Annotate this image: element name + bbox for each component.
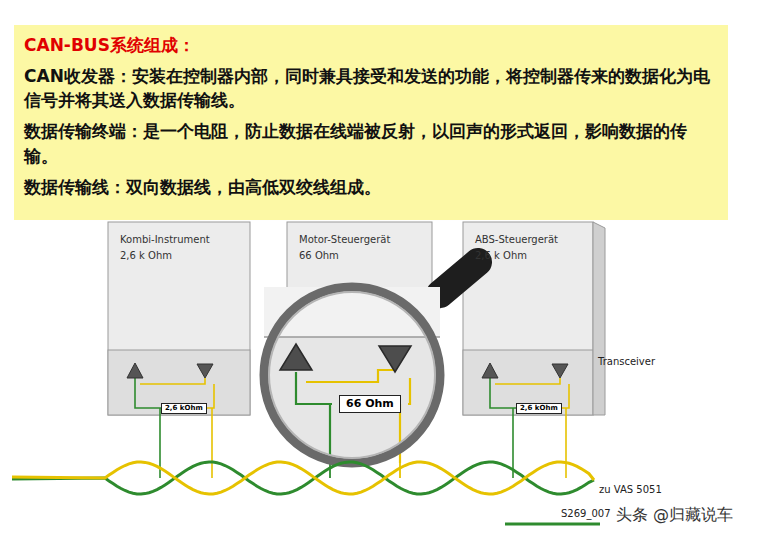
resistor-symbol: 66 Ohm — [339, 395, 401, 413]
bus-wire — [505, 523, 600, 526]
unit-resistance: 66 Ohm — [299, 248, 420, 264]
magnifier — [264, 262, 478, 463]
transceiver-band — [108, 350, 250, 415]
text-panel: CAN-BUS系统组成： CAN收发器：安装在控制器内部，同时兼具接受和发送的功能… — [14, 25, 728, 220]
control-unit: Kombi-Instrument2,6 k Ohm2,6 kOhm — [108, 222, 250, 282]
transceiver-symbol — [482, 363, 569, 478]
resistor-symbol: 2,6 kOhm — [161, 403, 207, 414]
figure-number: S269_007 — [560, 508, 612, 519]
control-unit: Motor-Steuergerät66 Ohm66 Ohm — [287, 222, 432, 282]
unit-name: Kombi-Instrument — [120, 232, 238, 248]
resistor-value: 2,6 kOhm — [520, 404, 558, 412]
unit-resistance: 2,6 k Ohm — [475, 248, 581, 264]
panel-heading: CAN-BUS系统组成： — [24, 33, 718, 57]
resistor-symbol: 2,6 kOhm — [516, 403, 562, 414]
watermark: 头条 @归藏说车 — [614, 505, 735, 526]
part-label: Transceiver — [598, 356, 655, 367]
unit-name: Motor-Steuergerät — [299, 232, 420, 248]
resistor-value: 66 Ohm — [346, 397, 394, 410]
control-unit-housing — [463, 222, 593, 415]
housing-side — [593, 222, 605, 415]
twisted-pair-bus — [12, 462, 600, 524]
bus-wire — [12, 462, 594, 494]
panel-paragraph: CAN收发器：安装在控制器内部，同时兼具接受和发送的功能，将控制器传来的数据化为… — [24, 64, 718, 112]
panel-paragraph: 数据传输终端：是一个电阻，防止数据在线端被反射，以回声的形式返回，影响数据的传输… — [24, 119, 718, 167]
unit-resistance: 2,6 k Ohm — [120, 248, 238, 264]
connection-label: zu VAS 5051 — [598, 484, 663, 495]
control-unit: ABS-Steuergerät2,6 k Ohm2,6 kOhm — [463, 222, 593, 282]
bus-wire — [12, 462, 594, 494]
resistor-value: 2,6 kOhm — [165, 404, 203, 412]
unit-name: ABS-Steuergerät — [475, 232, 581, 248]
transceiver-band — [463, 350, 593, 415]
control-unit-housing — [108, 222, 250, 415]
panel-paragraph: 数据传输线：双向数据线，由高低双绞线组成。 — [24, 175, 718, 199]
